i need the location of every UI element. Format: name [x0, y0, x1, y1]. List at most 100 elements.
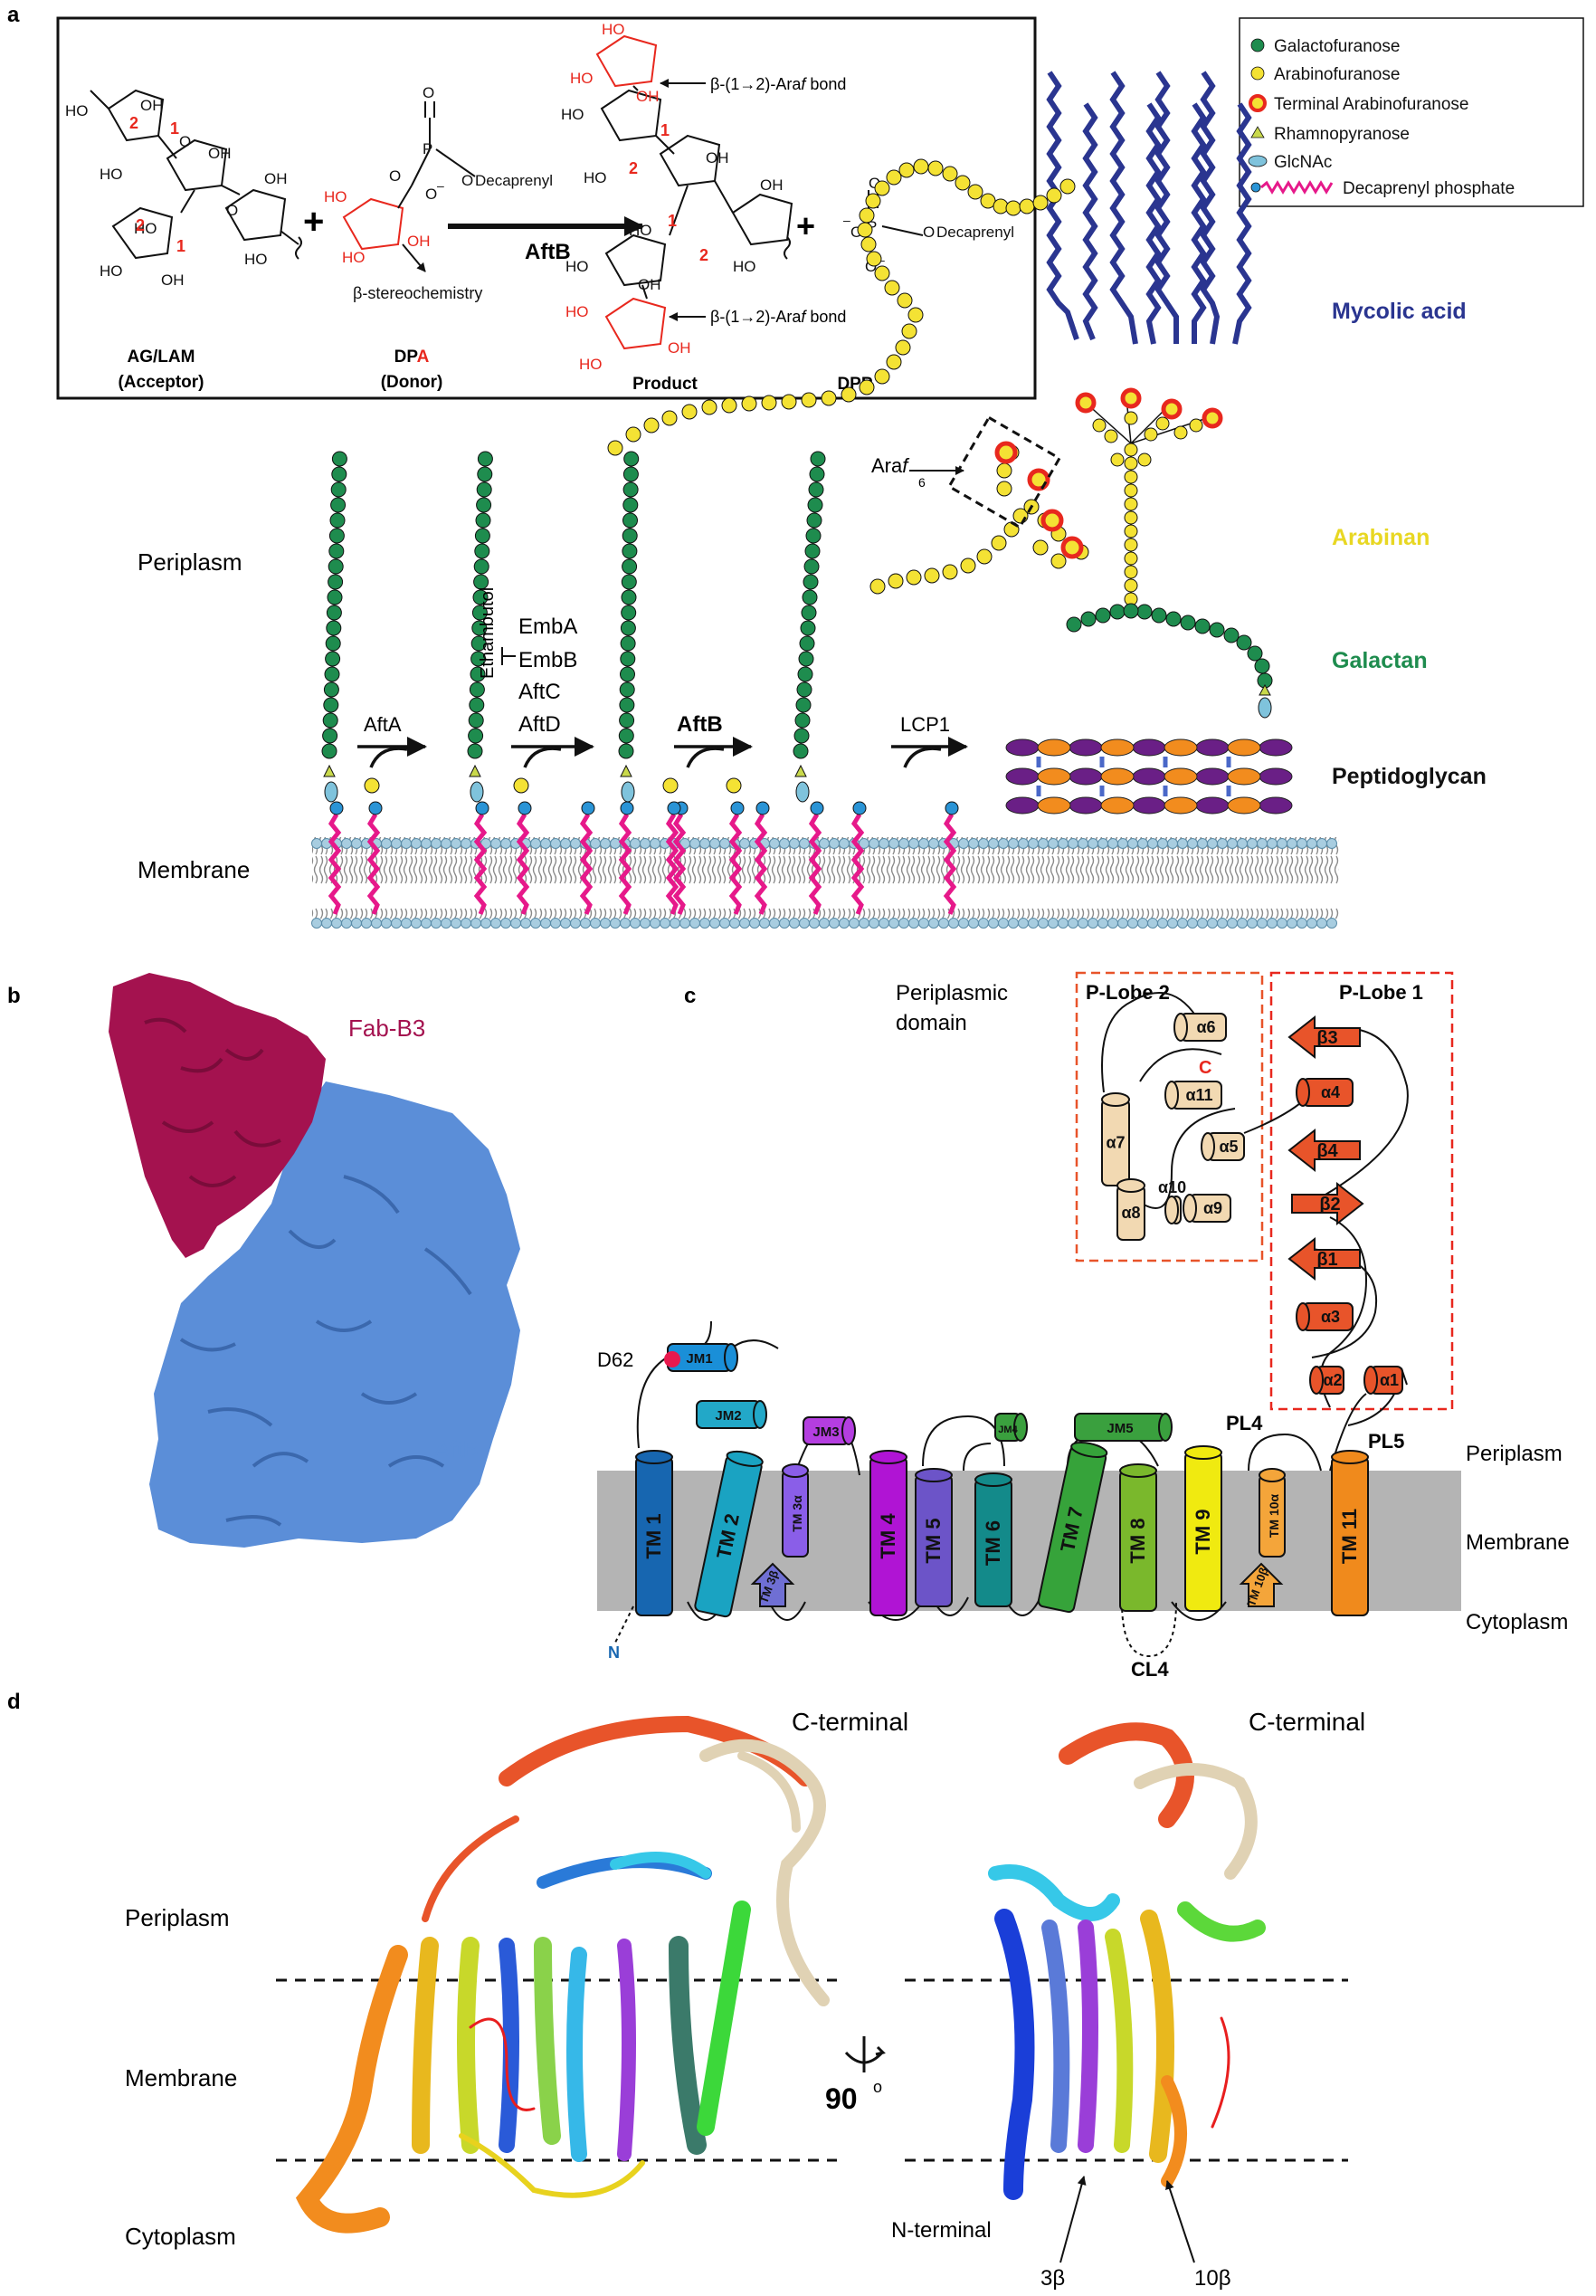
lipid-head	[1316, 918, 1327, 929]
svg-text:Periplasm: Periplasm	[1466, 1442, 1563, 1466]
lipid-head	[918, 918, 929, 929]
svg-text:Rhamnopyranose: Rhamnopyranose	[1274, 125, 1410, 144]
lipid-head	[1058, 838, 1069, 849]
lipid-head	[451, 918, 461, 929]
lipid-head	[1287, 918, 1297, 929]
svg-text:2: 2	[129, 114, 138, 132]
lipid-head	[1088, 838, 1098, 849]
phosphate	[581, 801, 595, 815]
svg-text:HO: HO	[342, 249, 366, 266]
svg-text:Arabinofuranose: Arabinofuranose	[1274, 65, 1400, 84]
three-beta-label: 3β	[1040, 2266, 1065, 2291]
lipid-head	[809, 918, 820, 929]
lipid-head	[610, 918, 621, 929]
tm-beta-arrow	[750, 1562, 795, 1607]
arabinofuranose	[625, 426, 641, 443]
rhamnose	[323, 764, 336, 777]
arabinofuranose	[924, 567, 940, 584]
lipid-head	[888, 838, 899, 849]
svg-text:P: P	[423, 140, 432, 157]
lipid-head	[739, 838, 750, 849]
galactofuranose	[473, 574, 489, 590]
phosphate	[667, 801, 681, 815]
galactofuranose	[797, 666, 813, 682]
lobe2-a7: α7	[1101, 1092, 1130, 1186]
arabinofuranose	[761, 395, 777, 411]
terminal-arabinofuranose	[1060, 536, 1084, 559]
lobe1-b3: β3	[1287, 1015, 1361, 1060]
jm-helix-label: JM1	[686, 1351, 712, 1367]
galactofuranose	[331, 451, 347, 467]
legend-galactofuranose-symbol	[1250, 38, 1265, 52]
lipid-head	[1028, 918, 1039, 929]
lipid-head	[839, 838, 850, 849]
galactofuranose	[331, 466, 347, 482]
lipid-head	[1267, 918, 1278, 929]
galactofuranose	[793, 728, 810, 744]
lipid-head	[879, 918, 889, 929]
stereo-note: β-stereochemistry	[353, 284, 482, 302]
pl4-label: PL4	[1226, 1412, 1263, 1434]
helix-label: α5	[1219, 1138, 1238, 1156]
decaprenyl-zigzag	[808, 813, 822, 915]
galactofuranose	[622, 528, 638, 544]
phosphate	[518, 801, 532, 815]
lipid-head	[480, 918, 491, 929]
galactan-label: Galactan	[1332, 648, 1428, 673]
svg-text:HO: HO	[733, 258, 756, 275]
lipid-head	[709, 918, 720, 929]
svg-text:O: O	[461, 172, 473, 189]
helix-label: α6	[1196, 1018, 1215, 1036]
helix-label: α4	[1321, 1083, 1340, 1101]
jm-helix: JM1	[667, 1343, 738, 1372]
arabinofuranose	[874, 180, 890, 196]
chain-2	[467, 451, 493, 803]
galactofuranose	[471, 605, 488, 621]
galactofuranose	[622, 512, 638, 529]
arabinofuranose	[721, 397, 737, 414]
galactofuranose	[325, 651, 341, 667]
helix-cap	[1296, 1302, 1310, 1331]
phosphate	[945, 801, 959, 815]
lipid-head	[898, 918, 909, 929]
lipid-head	[799, 838, 810, 849]
galactofuranose	[620, 666, 635, 682]
svg-text:HO: HO	[65, 102, 89, 119]
lipid-head	[351, 838, 362, 849]
svg-text:AftD: AftD	[518, 712, 561, 737]
tm-helix-label: TM 9	[1192, 1509, 1214, 1554]
svg-text:OH: OH	[638, 276, 661, 293]
lobe1-a4: α4	[1296, 1078, 1354, 1107]
arabinofuranose	[942, 564, 958, 580]
tm-helix-label: TM 8	[1126, 1518, 1149, 1563]
lobe2-a11: α11	[1164, 1081, 1222, 1110]
arabinofuranose	[913, 158, 929, 175]
svg-text:AftC: AftC	[518, 680, 561, 704]
panel-c-label: c	[684, 984, 696, 1008]
tm-helix-cap	[869, 1450, 907, 1464]
lipid-head	[540, 838, 551, 849]
decaprenyl-zigzag	[672, 813, 687, 915]
svg-text:HO: HO	[570, 70, 594, 87]
galactofuranose	[470, 666, 486, 682]
lipid-head	[938, 918, 949, 929]
lipid-head	[1257, 838, 1268, 849]
lipid-head	[829, 918, 840, 929]
side-labels-c: Periplasm Membrane Cytoplasm	[1466, 1442, 1570, 1634]
phosphate	[852, 801, 867, 815]
lipid-head	[1247, 838, 1258, 849]
lipid-head	[331, 918, 342, 929]
galactofuranose	[474, 543, 490, 559]
arabinan-branch-3	[607, 158, 1076, 456]
decaprenyl-zigzag	[850, 813, 865, 915]
galactofuranose	[793, 743, 809, 759]
lipid-head	[839, 918, 850, 929]
svg-text:HO: HO	[134, 220, 157, 237]
mycolic-acid-label: Mycolic acid	[1332, 299, 1467, 324]
lipid-head	[530, 838, 541, 849]
helix-label: α9	[1203, 1199, 1222, 1217]
d62-marker	[664, 1351, 680, 1367]
lipid-head	[1297, 838, 1307, 849]
galactofuranose	[323, 697, 339, 713]
lipid-head	[679, 918, 690, 929]
